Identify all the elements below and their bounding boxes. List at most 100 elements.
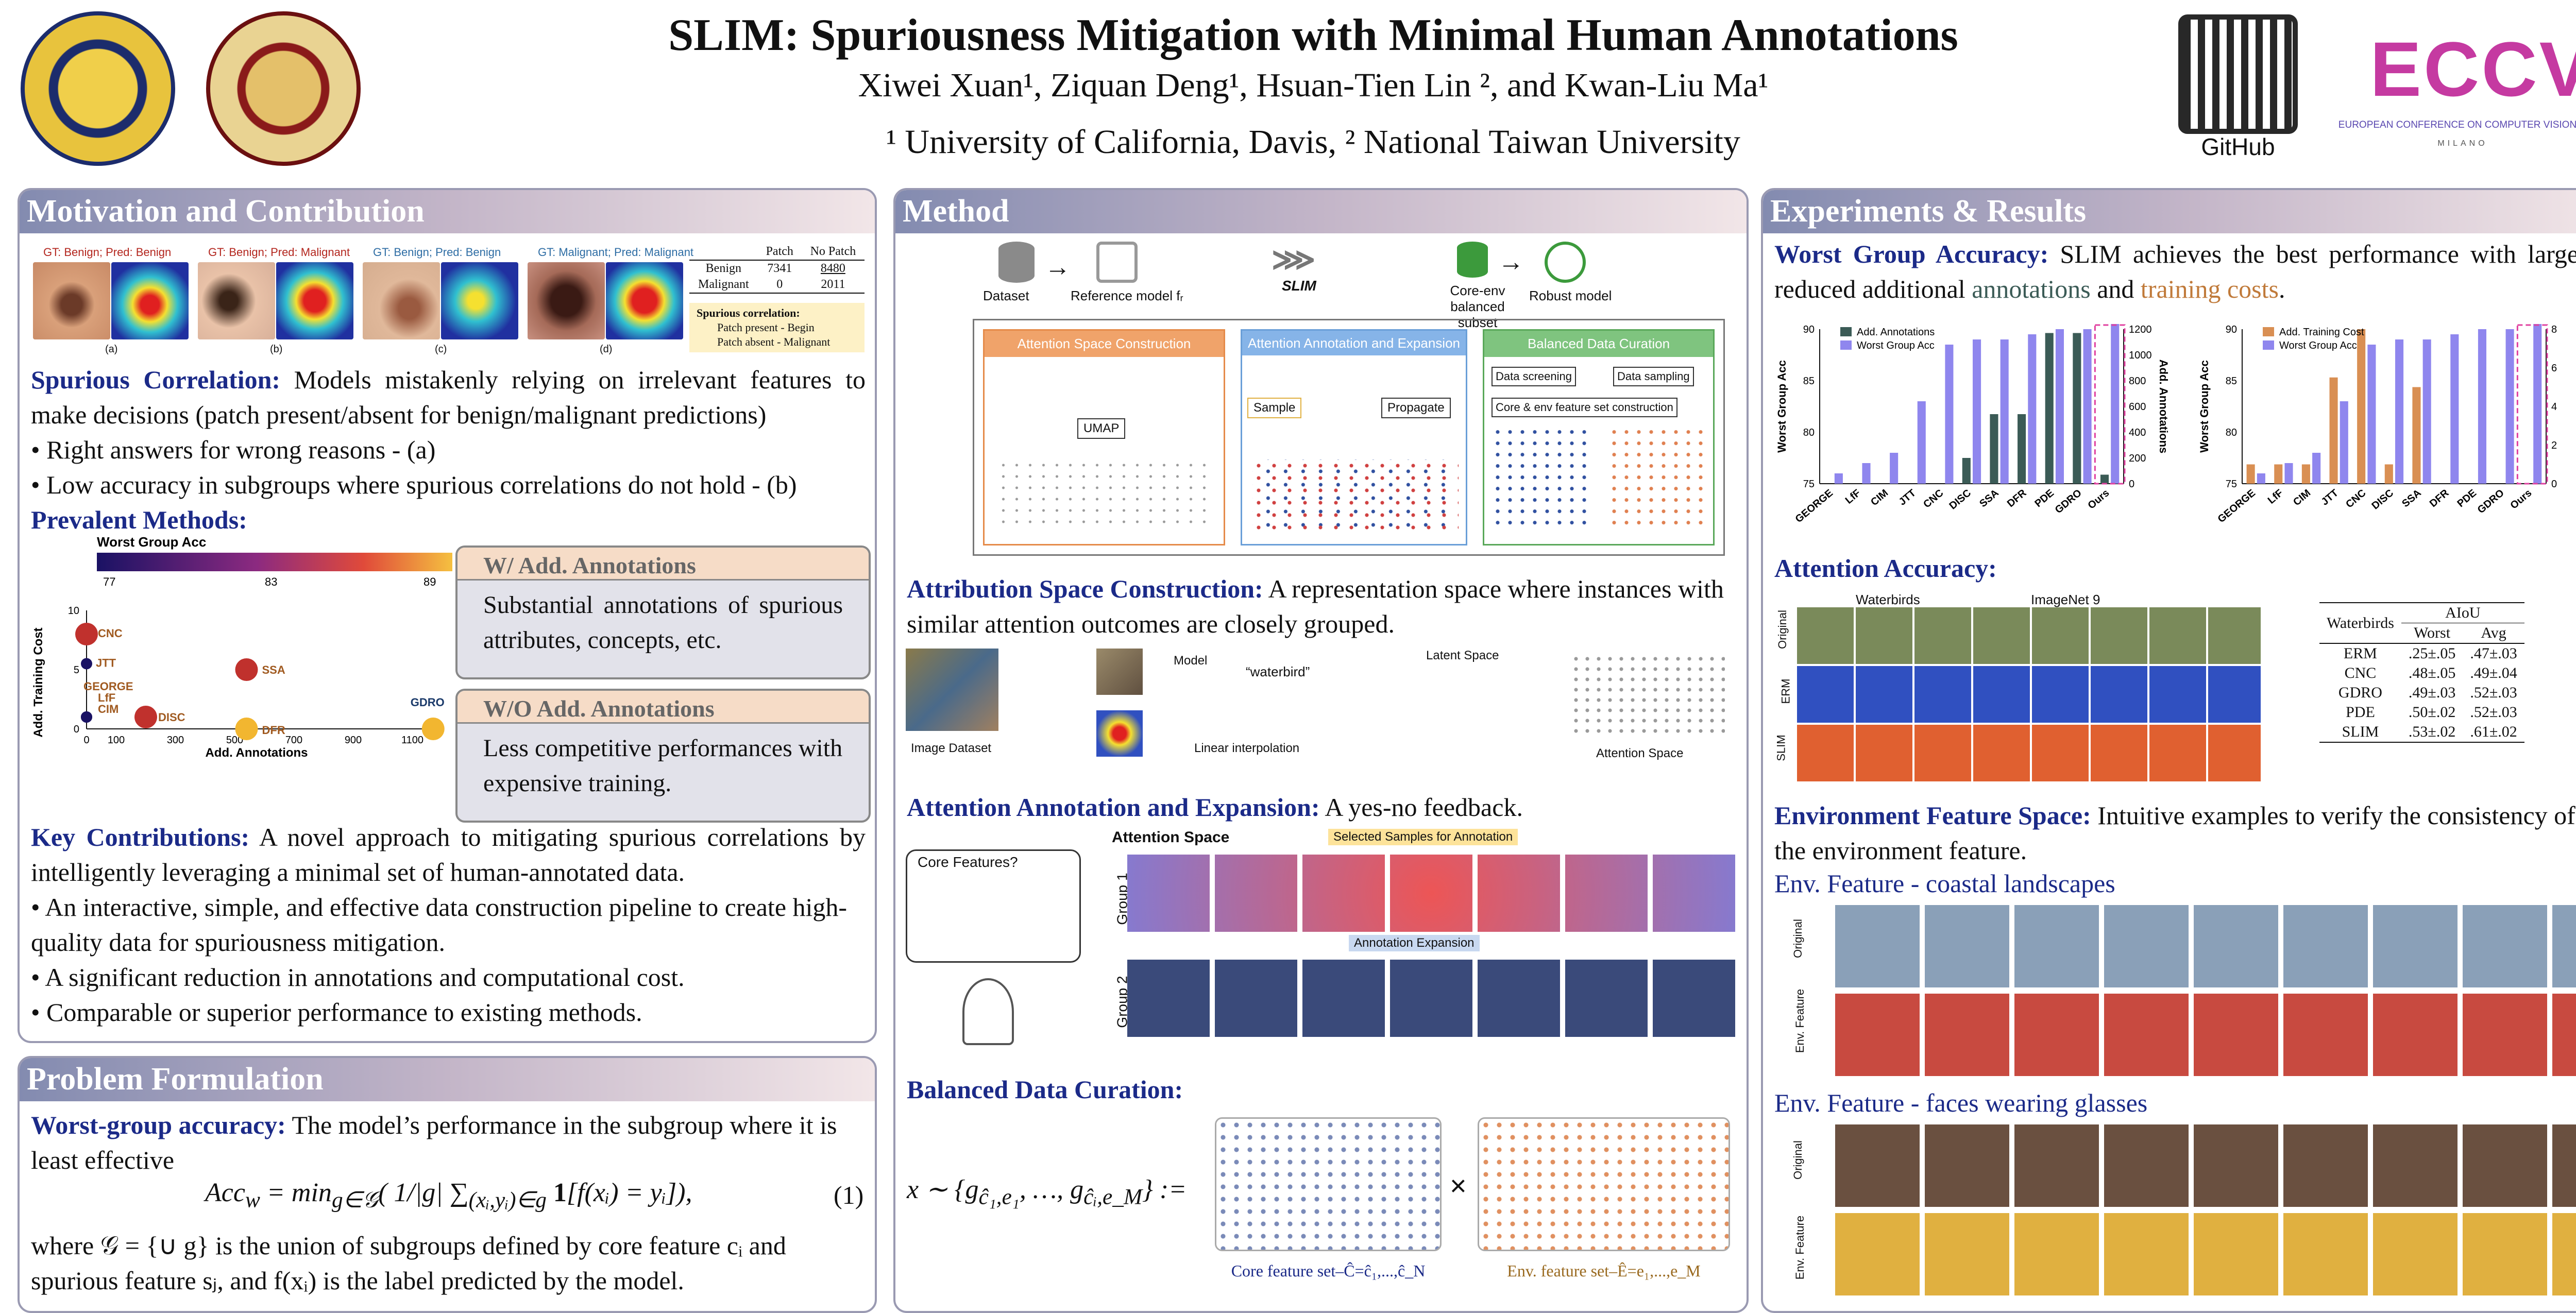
cell: .50±.02 xyxy=(2408,704,2456,721)
y-tick-label: 85 xyxy=(1803,376,1815,387)
core-set-figure xyxy=(1215,1117,1442,1251)
pipeline-frame xyxy=(973,319,1725,556)
github-label[interactable]: GitHub xyxy=(2201,133,2275,160)
bar-add-annotationsours xyxy=(2100,474,2109,484)
waterbirds-label: Waterbirds xyxy=(1856,592,1920,607)
bar-worst-group-acc-ours xyxy=(2533,324,2542,484)
colorbar-max: 89 xyxy=(423,575,436,588)
env-set-figure xyxy=(1478,1117,1730,1251)
aae-title: Attention Annotation and Expansion xyxy=(1242,331,1466,355)
bar-add-training-costlff xyxy=(2274,464,2283,484)
note-line: Spurious correlation: xyxy=(697,306,800,319)
scatter-label-ssa: SSA xyxy=(262,663,285,676)
group2-strip xyxy=(1127,960,1735,1037)
heatmap-b xyxy=(276,262,353,339)
cell: .48±.05 xyxy=(2408,664,2456,681)
cell: SLIM xyxy=(2342,723,2379,740)
scatter-point-gdro xyxy=(421,718,445,740)
caption-b: (b) xyxy=(270,344,283,355)
coastal-env-maps xyxy=(1835,994,2576,1076)
scatter-label-cnc: CNC xyxy=(98,627,123,640)
lesion-image-c xyxy=(363,262,440,339)
bar-worst-group-acc-disc xyxy=(2395,339,2404,484)
coastal-originals xyxy=(1835,905,2576,987)
colorbar xyxy=(97,553,452,571)
eccv-tagline: EUROPEAN CONFERENCE ON COMPUTER VISION xyxy=(2338,120,2576,130)
slim-label: SLIM xyxy=(1282,278,1316,294)
attribution-figure: Image Dataset Model “waterbird” Latent S… xyxy=(906,643,1740,777)
and-word: and xyxy=(2097,275,2134,303)
where-text: where 𝒢 = {∪ g} is the union of subgroup… xyxy=(31,1231,786,1295)
env-paragraph: Environment Feature Space: Intuitive exa… xyxy=(1774,798,2576,868)
bar-add-training-costgeorge xyxy=(2246,464,2255,484)
ours-highlight xyxy=(2094,324,2126,485)
ann-term: Attention Annotation and Expansion: xyxy=(907,793,1320,822)
fig-label-c: GT: Benign; Pred: Benign xyxy=(373,246,501,259)
env-label-1: Env. Feature xyxy=(1793,988,1807,1053)
y2-tick-label: 0 xyxy=(2551,479,2557,490)
selected-samples-label: Selected Samples for Annotation xyxy=(1328,829,1518,845)
scatter-label-lff: LfF xyxy=(98,691,115,704)
image-dataset-label: Image Dataset xyxy=(911,741,992,755)
y2-tick-label: 4 xyxy=(2551,401,2557,413)
scatter-point-dfr xyxy=(235,718,258,740)
eccv-milano: MILANO xyxy=(2437,139,2488,148)
colorbar-mid: 83 xyxy=(265,575,277,588)
th-nopatch: No Patch xyxy=(810,245,856,258)
wga-result-text: SLIM achieves the best performance with … xyxy=(1774,240,2576,303)
aiou-avg: Avg xyxy=(2481,624,2506,641)
asc-stage: Attention Space Construction UMAP xyxy=(983,329,1225,545)
bar-worst-group-acc-pde xyxy=(2055,329,2064,484)
equation-number: (1) xyxy=(834,1181,864,1209)
affiliations: ¹ University of California, Davis, ² Nat… xyxy=(886,123,1740,161)
x-tick-label: LfF xyxy=(2266,487,2285,506)
lesion-figure: GT: Benign; Pred: Benign GT: Benign; Pre… xyxy=(33,246,703,359)
legend-label: Worst Group Acc xyxy=(2279,340,2357,351)
experiments-heading: Experiments & Results xyxy=(1763,190,2576,233)
qr-code[interactable] xyxy=(2178,14,2298,134)
fig-label-a: GT: Benign; Pred: Benign xyxy=(43,246,172,259)
robust-label: Robust model xyxy=(1529,288,1612,303)
arrow-icon: → xyxy=(1045,252,1071,281)
env-set-caption: Env. feature set–Ê=e₁,...,e_M xyxy=(1507,1261,1701,1280)
bar-worst-group-acc-lff xyxy=(1862,463,1871,484)
bar-worst-group-acc-george xyxy=(2257,473,2265,484)
cell: 8480 xyxy=(820,262,845,275)
bal-equation: x ∼ {gĉ₁,e₁, …, gĉᵢ,e_M} := xyxy=(907,1175,1187,1209)
bar-add-annotationsssa xyxy=(1990,414,1998,484)
x-tick-label: SSA xyxy=(1977,487,2001,509)
x-tick-label: Ours xyxy=(2086,487,2111,511)
core-set-caption: Core feature set–Ĉ=ĉ₁,...,ĉ_N xyxy=(1231,1261,1426,1280)
y2-tick-label: 1200 xyxy=(2129,324,2152,335)
core-set-thumb xyxy=(1492,429,1589,532)
y2-tick-label: 8 xyxy=(2551,324,2557,335)
cell: .47±.03 xyxy=(2470,645,2517,662)
x-tick-label: GDRO xyxy=(2053,487,2084,516)
bar-worst-group-acc-ssa xyxy=(2000,339,2009,484)
scatter-point-jtt xyxy=(81,658,92,670)
with-annotations-title: W/ Add. Annotations xyxy=(457,548,869,581)
fig-label-b: GT: Benign; Pred: Malignant xyxy=(208,246,350,259)
bar-add-training-costcim xyxy=(2301,464,2310,484)
key-term: Key Contributions: xyxy=(31,823,250,851)
caption-d: (d) xyxy=(600,344,613,355)
training-costs-word: training costs xyxy=(2140,275,2279,303)
uc-davis-seal xyxy=(21,11,175,166)
bird-image xyxy=(1096,649,1143,695)
ref-model-label: Reference model fᵣ xyxy=(1071,288,1183,303)
asc-title: Attention Space Construction xyxy=(985,331,1224,357)
scatter-label-jtt: JTT xyxy=(96,657,116,670)
annotator-icon xyxy=(962,978,1014,1045)
group1-strip xyxy=(1127,855,1735,932)
aae-stage: Attention Annotation and Expansion Sampl… xyxy=(1241,329,1467,545)
x-tick-label: CNC xyxy=(1921,487,1945,510)
y-axis-label: Add. Training Cost xyxy=(31,627,45,737)
ann-text: A yes-no feedback. xyxy=(1325,793,1523,822)
feedback-bubble: Core Features? xyxy=(906,849,1081,963)
database-green-icon xyxy=(1457,242,1488,278)
scatter-label-dfr: DFR xyxy=(262,724,285,737)
colorbar-title: Worst Group Acc xyxy=(97,534,206,550)
cell: .52±.03 xyxy=(2470,704,2517,721)
bullet-a: • Right answers for wrong reasons - (a) xyxy=(31,435,436,464)
